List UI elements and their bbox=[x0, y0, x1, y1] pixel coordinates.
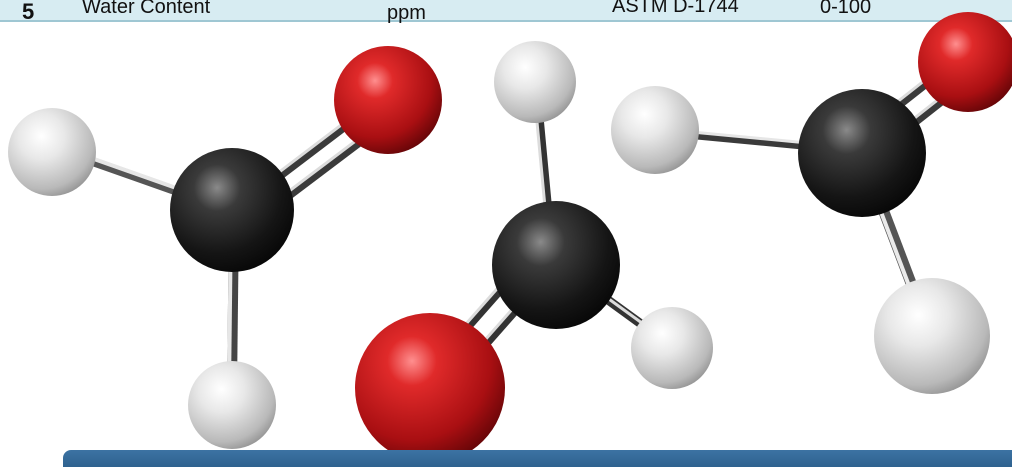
value-range: 0-100 bbox=[820, 0, 872, 18]
oxygen-atom bbox=[334, 46, 442, 154]
carbon-atom bbox=[492, 201, 620, 329]
hydrogen-atom bbox=[494, 41, 576, 123]
hydrogen-atom bbox=[188, 361, 276, 449]
row-number: 5 bbox=[22, 0, 35, 24]
table-row: 5 Water Content ppm ASTM D-1744 0-100 bbox=[0, 0, 1012, 24]
molecule-right bbox=[611, 12, 1012, 394]
property-name: Water Content bbox=[82, 0, 211, 18]
carbon-atom bbox=[798, 89, 926, 217]
test-method: ASTM D-1744 bbox=[612, 0, 739, 17]
hydrogen-atom bbox=[611, 86, 699, 174]
oxygen-atom bbox=[355, 313, 505, 463]
oxygen-atom bbox=[918, 12, 1012, 112]
hydrogen-atom bbox=[631, 307, 713, 389]
molecule-middle bbox=[355, 41, 713, 463]
blue-banner bbox=[63, 450, 1012, 467]
hydrogen-atom bbox=[874, 278, 990, 394]
hydrogen-atom bbox=[8, 108, 96, 196]
property-unit: ppm bbox=[387, 2, 426, 24]
carbon-atom bbox=[170, 148, 294, 272]
molecule-left bbox=[8, 46, 442, 449]
